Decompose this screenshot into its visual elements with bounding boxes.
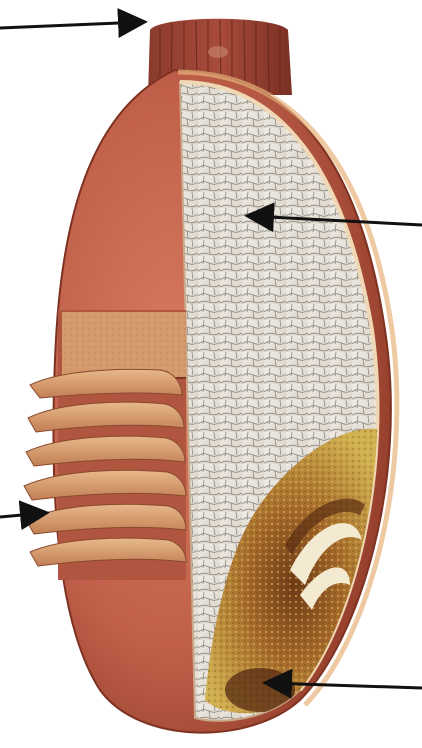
brush-arrow <box>0 22 142 28</box>
